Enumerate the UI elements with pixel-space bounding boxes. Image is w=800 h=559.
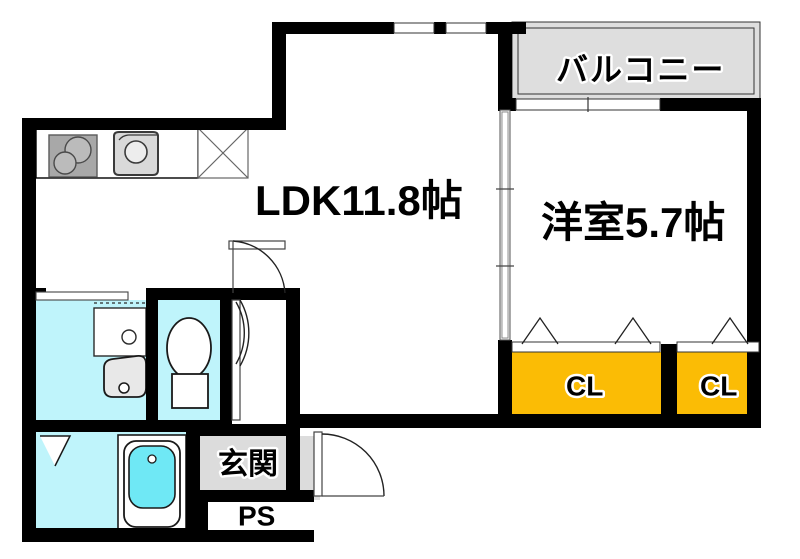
wall-toilet-right [220,300,232,424]
ps-box [208,502,314,530]
wall-ldk-step-vertical [272,22,286,130]
wall-washroom-bottom [22,420,146,432]
washing-machine-space [93,307,147,357]
wall-bottom-right [498,414,761,428]
closet-right-door-panel[interactable] [676,341,760,353]
hall-washroom-door-swing [235,301,246,365]
wall-washitsu-left-lower [498,340,512,428]
wall-top-kitchen [22,118,284,130]
hall-washroom-door-swing-upper [239,299,250,367]
hall-washroom-door-panel[interactable] [231,299,241,421]
wall-ldk-ne-vertical [498,22,512,110]
closet-left-chevron-2 [614,316,652,345]
room-label-balcony: バルコニー [556,51,725,87]
slider-panel[interactable] [501,111,509,339]
wall-bath-right [186,428,200,542]
sink-drain-icon [124,140,148,164]
wall-washroom-toilet-divider [146,300,158,424]
wall-closet-divider [661,344,677,416]
genkan-door-swing [321,433,385,497]
balcony-inner-outline [517,27,755,95]
closet-doors[interactable] [511,316,760,353]
wall-ldk-south [286,414,500,428]
room-label-genkan: 玄関 [218,447,278,481]
washroom-fixtures [93,302,147,398]
wall-hall-right [286,300,300,424]
wall-hall-top [146,288,300,300]
closet-left-chevron-1 [521,316,559,345]
closet-right [676,352,761,414]
wash-basin-drain-icon [118,382,130,394]
closet-right-fill [676,352,761,414]
washroom-door-panel[interactable] [35,291,129,301]
balcony-floor [512,22,760,100]
room-label-washitsu: 洋室5.7帖 [541,199,725,246]
room-label-ps: PS [238,500,275,531]
wall-right-outer [747,98,761,428]
ldk-north-window [393,22,487,34]
wall-ps-top [196,490,314,502]
toilet-tank-icon [171,373,209,409]
kitchen-area [35,127,249,179]
wall-genkan-right [286,414,300,504]
sink-faucet-ridge [118,134,157,141]
room-label-closet-left: CL [566,370,603,401]
bath-door-chevron-icon [40,435,72,467]
ldk-hall-door-panel[interactable] [228,240,286,250]
wall-washitsu-north-right [660,98,760,111]
toilet-fixture [166,317,212,409]
ldk-hall-door[interactable] [228,240,286,294]
closet-left [509,352,661,414]
room-label-ldk: LDK11.8帖 [255,177,463,224]
wall-genkan-top [196,424,300,436]
wall-bottom-left [22,528,202,542]
stove-burner-small-icon [53,151,77,175]
closet-left-door-panel[interactable] [511,341,661,353]
washing-machine-drain-icon [121,329,137,345]
ldk-washitsu-sliding-door[interactable] [496,109,514,341]
balcony-sliding-door[interactable] [515,97,661,112]
closet-left-fill [509,352,661,414]
closet-right-chevron-1 [711,316,749,345]
wall-left-outer [22,118,36,542]
window-pane-left [393,22,435,34]
wall-closet-head-left [498,344,512,354]
bathtub-area [40,434,187,532]
window-pane-right [445,22,487,34]
wall-washitsu-north-left [498,98,516,111]
refrigerator-x-line-2 [197,127,249,179]
toilet-bowl-icon [166,317,212,379]
room-label-closet-right: CL [700,370,737,401]
genkan-entry-door[interactable] [313,431,385,497]
hall-washroom-door[interactable] [231,299,250,421]
wall-ldk-north-left [272,22,394,34]
wall-ps-bottom [196,530,314,542]
wall-ldk-north-mullion [434,22,446,34]
genkan-door-panel[interactable] [313,431,323,497]
balcony-room [511,21,761,101]
bathtub-drain-icon [147,454,157,464]
bathtub-water-icon [128,445,176,509]
washroom-door[interactable] [35,291,129,301]
ldk-hall-door-swing [232,240,286,294]
